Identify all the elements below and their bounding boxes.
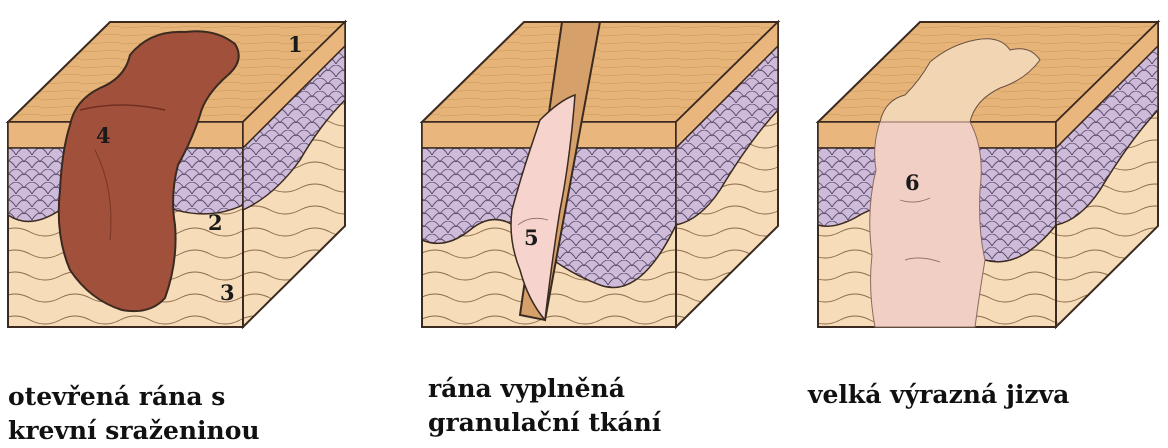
label-1: 1 (288, 32, 303, 57)
caption-line: velká výrazná jizva (808, 378, 1069, 412)
panel-open-wound: 1 4 2 3 (8, 22, 345, 327)
label-2: 2 (208, 210, 223, 235)
label-6: 6 (905, 170, 920, 195)
caption-line: granulační tkání (428, 406, 661, 440)
label-5: 5 (524, 225, 539, 250)
caption-line: otevřená rána s (8, 380, 260, 414)
panel-scar: 6 (818, 22, 1158, 327)
panel-granulation: 5 (422, 22, 778, 327)
caption-line: krevní sraženinou (8, 414, 260, 448)
caption-granulation: rána vyplněná granulační tkání (428, 372, 661, 440)
scar-front (870, 122, 985, 327)
caption-line: rána vyplněná (428, 372, 661, 406)
caption-scar: velká výrazná jizva (808, 378, 1069, 412)
label-4: 4 (96, 123, 111, 148)
label-3: 3 (220, 280, 235, 305)
caption-open-wound: otevřená rána s krevní sraženinou (8, 380, 260, 448)
